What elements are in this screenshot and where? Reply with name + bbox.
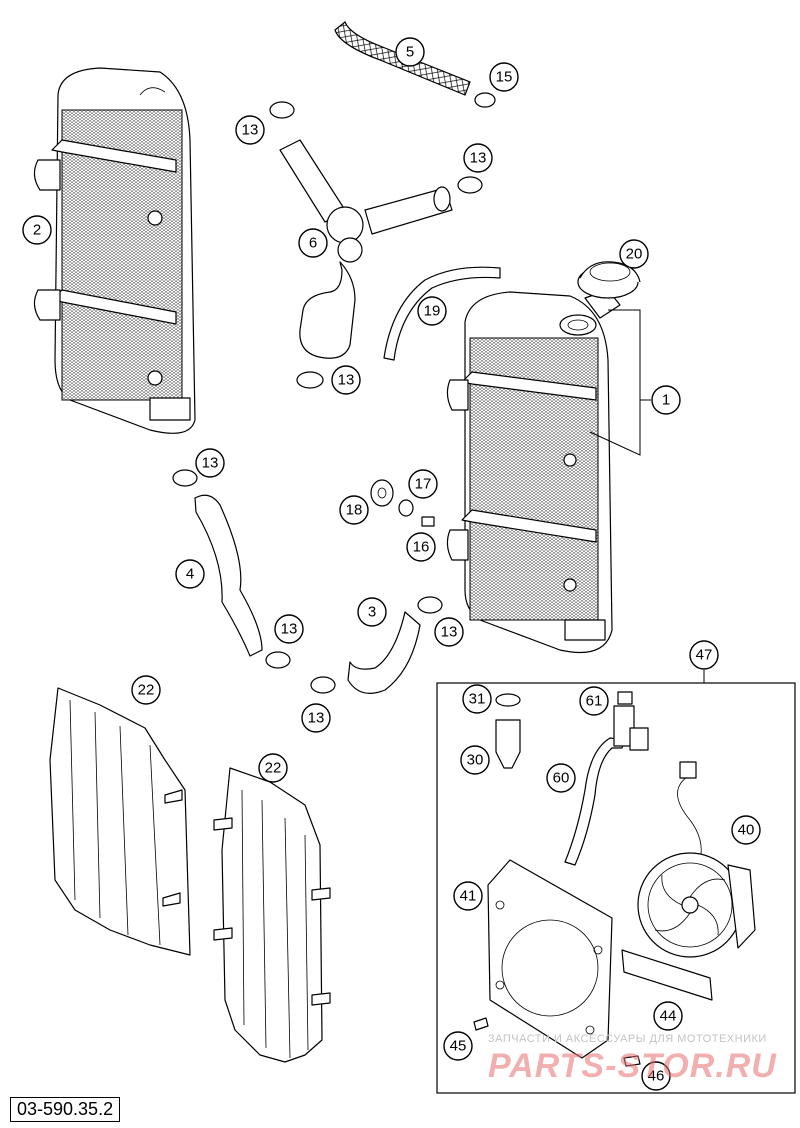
callout-61: 61	[579, 686, 609, 716]
callout-19: 19	[417, 296, 447, 326]
callout-13-e: 13	[274, 614, 304, 644]
callout-1: 1	[651, 385, 681, 415]
callout-15: 15	[489, 62, 519, 92]
svg-text:17: 17	[415, 476, 432, 493]
svg-text:13: 13	[242, 122, 259, 139]
callout-30: 30	[460, 745, 490, 775]
right-radiator	[446, 291, 613, 654]
callout-16: 16	[406, 532, 436, 562]
svg-text:60: 60	[553, 770, 570, 787]
svg-text:13: 13	[281, 621, 298, 638]
svg-text:46: 46	[648, 1068, 665, 1085]
callout-13-d: 13	[195, 448, 225, 478]
overflow-hose	[383, 266, 501, 361]
watermark-tagline: ЗАПЧАСТИ И АКСЕССУАРЫ ДЛЯ МОТОТЕХНИКИ	[488, 1033, 767, 1045]
t-piece-hose-assembly	[279, 139, 453, 359]
svg-text:6: 6	[309, 235, 317, 252]
left-radiator	[33, 67, 196, 434]
svg-text:13: 13	[308, 710, 325, 727]
callout-13-g: 13	[434, 617, 464, 647]
callout-13-a: 13	[235, 115, 265, 145]
svg-text:22: 22	[138, 682, 155, 699]
radiator-shroud-left	[49, 687, 191, 956]
mounting-hardware	[370, 479, 435, 527]
svg-text:13: 13	[202, 455, 219, 472]
svg-text:5: 5	[406, 44, 414, 61]
callout-5: 5	[395, 37, 425, 67]
svg-text:41: 41	[460, 888, 477, 905]
callout-17: 17	[408, 469, 438, 499]
svg-text:40: 40	[738, 822, 755, 839]
callout-13-b: 13	[463, 143, 493, 173]
leader-lines	[589, 309, 651, 456]
document-code: 03-590.35.2	[10, 1097, 121, 1122]
callout-22-b: 22	[258, 753, 288, 783]
watermark-logo: PARTS-STOR.RU	[488, 1047, 777, 1085]
hose-clamps	[172, 92, 496, 694]
svg-text:61: 61	[586, 693, 603, 710]
callout-3: 3	[357, 597, 387, 627]
svg-text:20: 20	[626, 246, 643, 263]
radiator-shroud-right	[213, 767, 331, 1063]
callout-47: 47	[689, 640, 719, 670]
svg-text:13: 13	[441, 624, 458, 641]
callout-60: 60	[546, 763, 576, 793]
svg-text:4: 4	[186, 566, 194, 583]
callout-18: 18	[339, 495, 369, 525]
svg-text:3: 3	[368, 604, 376, 621]
callout-13-f: 13	[301, 703, 331, 733]
svg-text:31: 31	[469, 691, 486, 708]
radiator-cap	[577, 261, 641, 319]
svg-text:22: 22	[265, 760, 282, 777]
svg-text:2: 2	[33, 222, 41, 239]
callout-6: 6	[298, 228, 328, 258]
callout-13-c: 13	[331, 365, 361, 395]
svg-text:19: 19	[424, 303, 441, 320]
svg-text:16: 16	[413, 539, 430, 556]
fan-kit-parts	[473, 691, 756, 1067]
lower-hose-right	[347, 611, 421, 694]
svg-text:13: 13	[470, 150, 487, 167]
callout-2: 2	[22, 215, 52, 245]
callout-40: 40	[731, 815, 761, 845]
svg-text:18: 18	[346, 502, 363, 519]
callout-22-a: 22	[131, 675, 161, 705]
svg-text:44: 44	[660, 1008, 677, 1025]
callout-46: 46	[641, 1061, 671, 1091]
callout-4: 4	[175, 559, 205, 589]
callout-20: 20	[619, 239, 649, 269]
callout-41: 41	[453, 881, 483, 911]
svg-text:1: 1	[662, 392, 670, 409]
svg-text:30: 30	[467, 752, 484, 769]
fan-kit-frame	[436, 682, 796, 1094]
callout-45: 45	[443, 1031, 473, 1061]
svg-text:45: 45	[450, 1038, 467, 1055]
svg-text:47: 47	[696, 647, 713, 664]
callout-44: 44	[653, 1001, 683, 1031]
svg-text:15: 15	[496, 69, 513, 86]
lower-hose-left	[194, 494, 263, 657]
svg-text:13: 13	[338, 372, 355, 389]
callout-31: 31	[462, 684, 492, 714]
